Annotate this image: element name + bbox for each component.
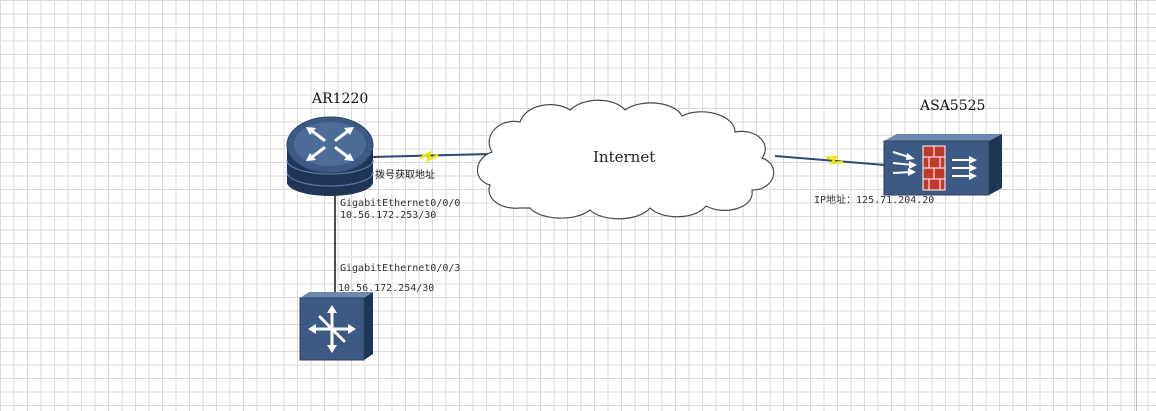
router-ip-label: 10.56.172.253/30 bbox=[340, 210, 437, 221]
firewall-title: ASA5525 bbox=[920, 98, 986, 114]
lightning-firewall bbox=[825, 155, 844, 165]
canvas-edge bbox=[1136, 0, 1137, 411]
switch-interface-label: GigabitEthernet0/0/3 bbox=[340, 263, 461, 274]
router-interface-label: GigabitEthernet0/0/0 bbox=[340, 198, 461, 209]
switch-icon bbox=[299, 292, 373, 361]
link-cloud-firewall bbox=[774, 155, 886, 166]
link-router-cloud bbox=[371, 153, 491, 158]
switch-ip-label: 10.56.172.254/30 bbox=[338, 283, 435, 294]
firewall-icon bbox=[883, 134, 1002, 196]
router-title: AR1220 bbox=[312, 91, 369, 107]
cloud-label: Internet bbox=[593, 148, 656, 166]
cloud-icon bbox=[476, 99, 775, 220]
firewall-ip-label: IP地址：125.71.204.20 bbox=[814, 195, 935, 206]
lightning-router bbox=[419, 150, 439, 163]
router-icon bbox=[286, 116, 374, 196]
router-wan-label: 拨号获取地址 bbox=[375, 170, 435, 181]
